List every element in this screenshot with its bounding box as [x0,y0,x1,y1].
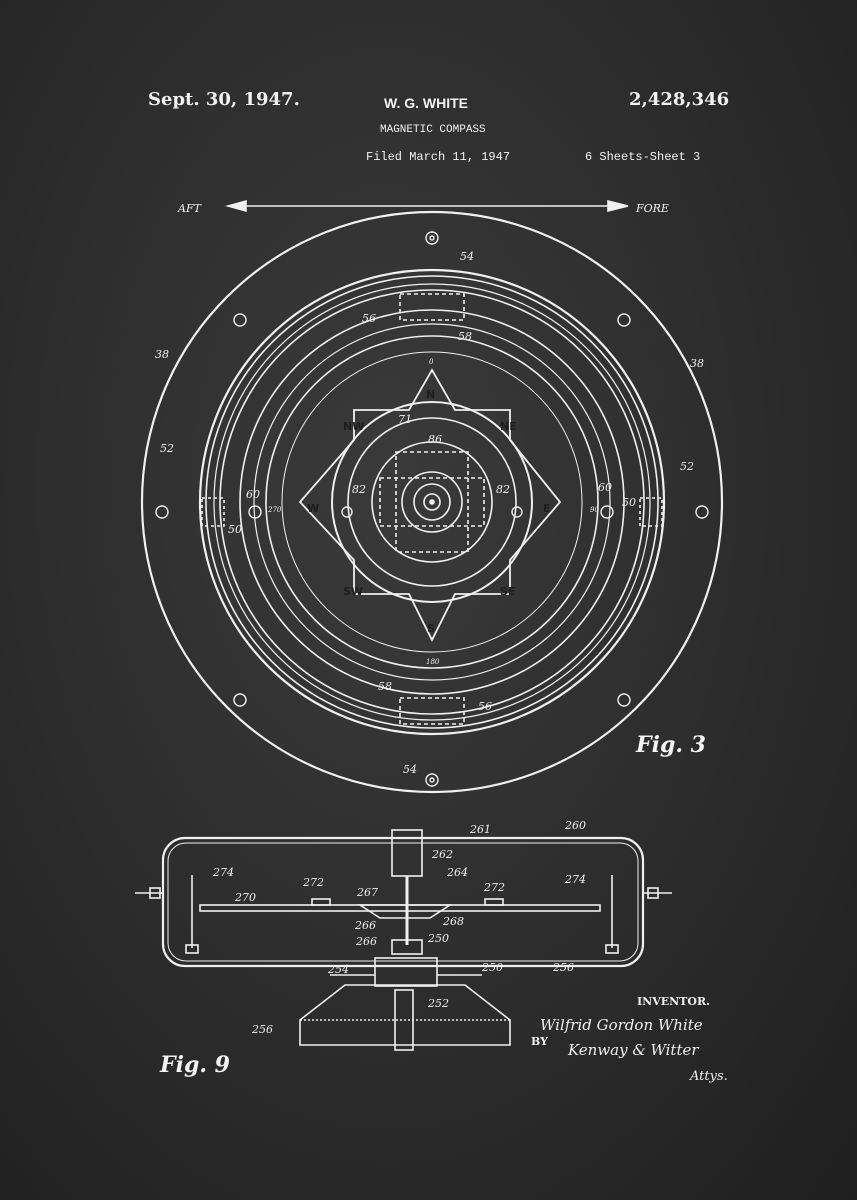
ref-number: 250 [481,961,503,974]
fig9-cross-section [135,829,672,1051]
ref-number: 267 [356,886,378,899]
cardinal-se: SE [500,585,515,598]
ref-number: 256 [552,961,574,974]
cardinal-sw: SW [343,585,363,598]
sheet-info: 6 Sheets-Sheet 3 [585,150,701,164]
ref-number: 54 [403,763,417,776]
ref-number: 38 [155,348,169,361]
ref-number: 260 [564,819,586,832]
ref-number: 266 [355,935,377,948]
ref-number: 82 [352,483,366,496]
fore-label: FORE [635,202,669,215]
ref-number: 250 [427,932,449,945]
ref-number: 52 [680,460,694,473]
ref-number: 52 [160,442,174,455]
cardinal-n: N [426,388,435,401]
degree-180: 180 [426,658,440,666]
patent-title: MAGNETIC COMPASS [380,124,486,136]
fig3-reference-numbers: 54 56 58 38 38 52 52 60 60 50 50 71 86 8… [155,250,704,776]
fig9-reference-numbers: 261 260 262 264 274 272 272 270 267 268 … [212,819,586,1036]
fore-arrowhead [607,199,629,213]
ref-number: 50 [622,496,636,509]
ref-number: 256 [251,1023,273,1036]
cardinal-e: E [543,502,551,515]
ref-number: 54 [460,250,474,263]
fig9-label: Fig. 9 [159,1052,230,1078]
fig3-label: Fig. 3 [635,732,706,758]
patent-date: Sept. 30, 1947. [148,89,300,110]
degree-0: 0 [429,358,434,366]
ref-number: 71 [398,413,412,426]
ref-number: 56 [362,312,376,325]
cardinal-ne: NE [500,420,517,433]
ref-number: 272 [302,876,324,889]
ref-number: 82 [496,483,510,496]
ref-number: 268 [442,915,464,928]
ref-number: 274 [212,866,234,879]
inventor-signature: Wilfrid Gordon White [540,1016,703,1034]
ref-number: 58 [378,680,392,693]
ref-number: 38 [690,357,704,370]
ref-number: 266 [354,919,376,932]
ref-number: 50 [228,523,242,536]
cardinal-w: W [307,502,319,515]
attorneys-signature: Kenway & Witter [567,1041,699,1059]
cardinal-nw: NW [343,420,364,433]
ref-number: 264 [446,866,468,879]
ref-number: 60 [598,481,612,494]
ref-number: 262 [431,848,453,861]
patent-number: 2,428,346 [629,89,730,110]
inventor-name: W. G. WHITE [384,95,468,111]
filed-date: Filed March 11, 1947 [366,150,511,164]
ref-number: 86 [428,433,442,446]
ref-number: 272 [483,881,505,894]
ref-number: 254 [327,963,349,976]
cardinal-s: S [427,622,435,635]
ref-number: 252 [427,997,449,1010]
ref-number: 274 [564,873,586,886]
ref-number: 270 [234,891,256,904]
ref-number: 261 [469,823,491,836]
degree-270: 270 [267,506,282,514]
aft-arrowhead [225,199,247,213]
degree-90: 90 [590,506,599,514]
ref-number: 56 [478,700,492,713]
by-label: BY [531,1035,548,1048]
fig3-compass [140,210,724,794]
aft-label: AFT [177,202,203,215]
ref-number: 60 [246,488,260,501]
ref-number: 58 [458,330,472,343]
inventor-label: INVENTOR. [637,995,710,1008]
attys-label: Attys. [689,1069,728,1084]
